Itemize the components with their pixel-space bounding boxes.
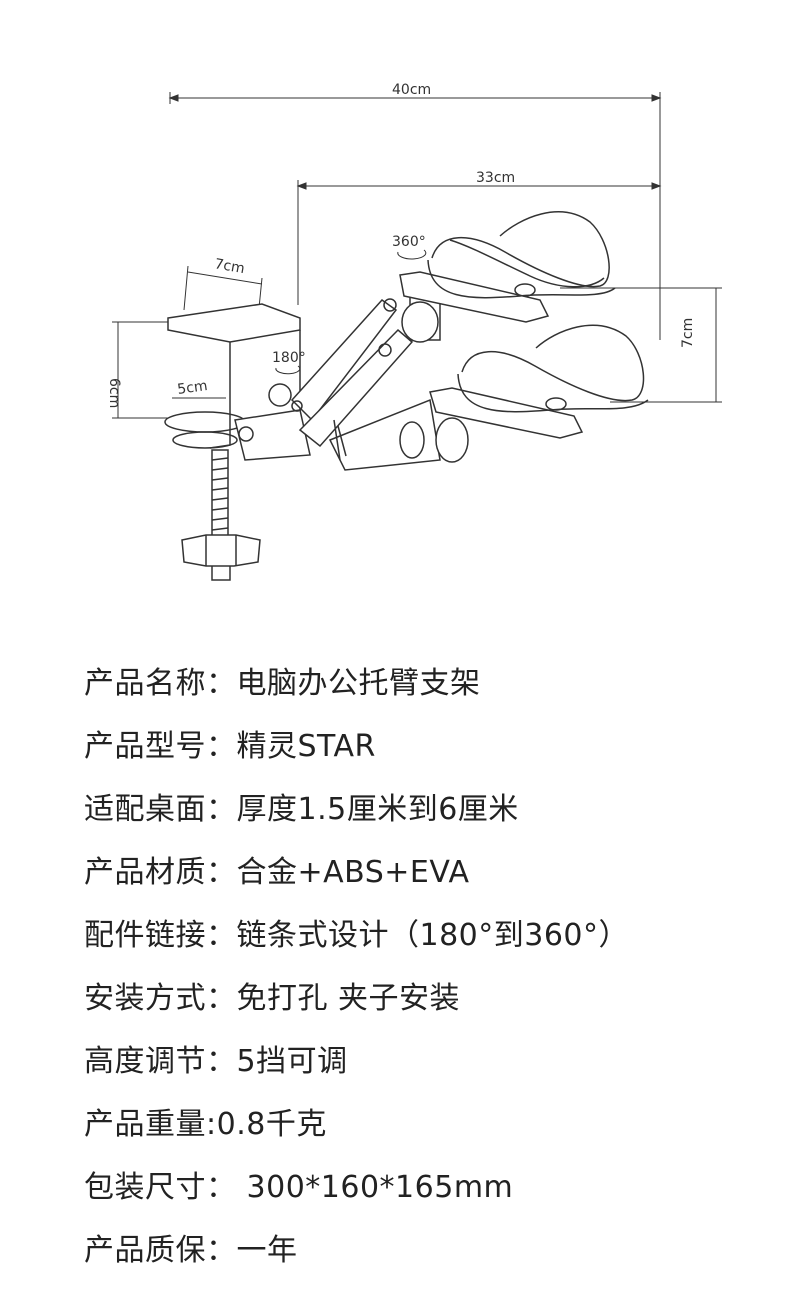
dimension-pad-height (560, 287, 722, 403)
spec-label: 高度调节： (84, 1043, 237, 1079)
rotation-arc-top (397, 249, 427, 260)
rotation-arc-joint (275, 365, 301, 375)
upper-arm-pad (399, 211, 616, 323)
spec-label: 产品重量: (84, 1106, 217, 1142)
label-pad-height: 7cm (680, 318, 696, 348)
spec-label: 包装尺寸： (84, 1169, 237, 1205)
spec-row-weight: 产品重量:0.8千克 (84, 1093, 774, 1156)
lower-arm-pad (429, 324, 649, 439)
spec-row-warranty: 产品质保：一年 (84, 1219, 774, 1282)
label-total-length: 40cm (392, 82, 431, 98)
arm-linkage (234, 277, 469, 471)
spec-label: 产品材质： (84, 854, 237, 890)
spec-row-connection: 配件链接：链条式设计（180°到360°） (84, 904, 774, 967)
spec-label: 配件链接： (84, 917, 237, 953)
spec-row-name: 产品名称：电脑办公托臂支架 (84, 652, 774, 715)
spec-value: 5挡可调 (236, 1043, 348, 1079)
label-clamp-top: 7cm (213, 256, 246, 277)
spec-label: 适配桌面： (84, 791, 237, 827)
label-clamp-height: 6cm (106, 378, 122, 408)
label-rotation-joint: 180° (272, 350, 306, 366)
spec-label: 安装方式： (84, 980, 237, 1016)
label-rotation-top: 360° (392, 234, 426, 250)
spec-list: 产品名称：电脑办公托臂支架 产品型号：精灵STAR 适配桌面：厚度1.5厘米到6… (84, 652, 774, 1282)
spec-row-model: 产品型号：精灵STAR (84, 715, 774, 778)
spec-value: 电脑办公托臂支架 (236, 665, 481, 701)
spec-value: 合金+ABS+EVA (236, 854, 470, 890)
dimension-clamp-height (112, 321, 168, 419)
spec-row-installation: 安装方式：免打孔 夹子安装 (84, 967, 774, 1030)
spec-value: 链条式设计（180°到360°） (236, 917, 630, 953)
spec-value: 精灵STAR (236, 728, 376, 764)
spec-label: 产品质保： (84, 1232, 237, 1268)
label-arm-length: 33cm (476, 170, 515, 186)
spec-value: 厚度1.5厘米到6厘米 (236, 791, 519, 827)
product-line-drawing: 40cm 33cm 7cm 6cm 5cm 7cm 360° 180° (0, 0, 790, 620)
desk-clamp (164, 303, 301, 581)
label-clamp-jaw: 5cm (176, 378, 208, 398)
dimension-total-length (168, 92, 662, 340)
spec-row-package-size: 包装尺寸： 300*160*165mm (84, 1156, 774, 1219)
spec-value: 一年 (236, 1232, 298, 1268)
spec-row-material: 产品材质：合金+ABS+EVA (84, 841, 774, 904)
dimension-arm-length (296, 180, 662, 305)
spec-label: 产品名称： (84, 665, 237, 701)
spec-value: 300*160*165mm (236, 1169, 514, 1205)
spec-label: 产品型号： (84, 728, 237, 764)
spec-row-desk-fit: 适配桌面：厚度1.5厘米到6厘米 (84, 778, 774, 841)
spec-value: 免打孔 夹子安装 (236, 980, 461, 1016)
spec-row-height-adjust: 高度调节：5挡可调 (84, 1030, 774, 1093)
spec-value: 0.8千克 (216, 1106, 327, 1142)
